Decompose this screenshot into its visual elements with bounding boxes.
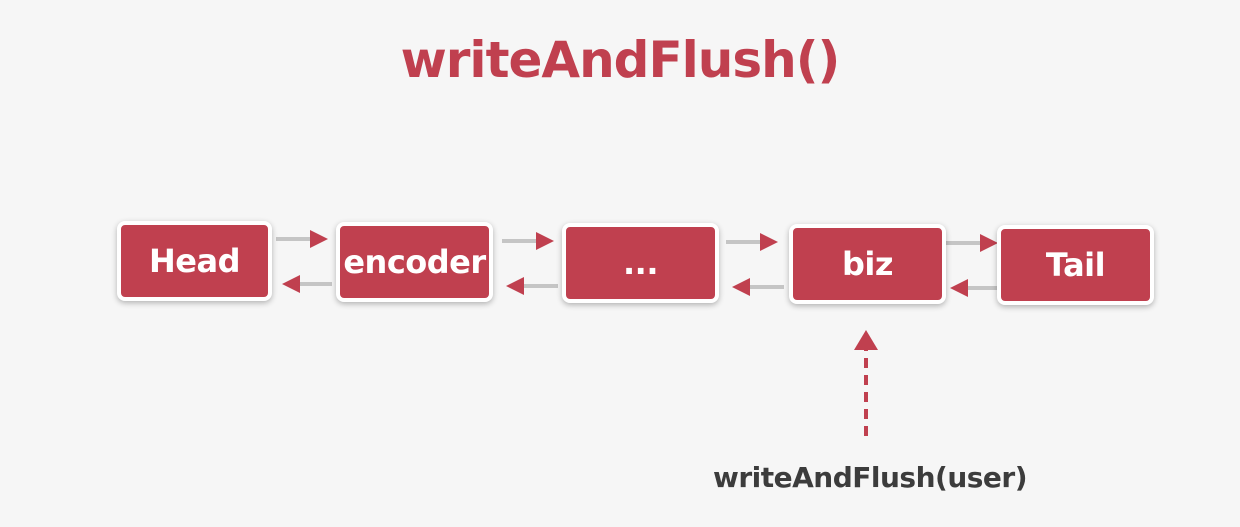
pipeline-node-biz: biz [789,224,946,304]
pipeline-node-encoder: encoder [336,222,493,302]
call-caption: writeAndFlush(user) [712,461,1028,494]
node-label: Head [149,242,240,280]
pipeline-node-ellipsis: ... [562,223,719,303]
dashed-arrow-to-biz [854,330,878,436]
node-label: biz [842,245,894,283]
pipeline-node-tail: Tail [997,225,1154,305]
diagram-title: writeAndFlush() [400,31,841,89]
connector-ellipsis-biz [726,233,784,296]
connector-head-encoder [276,230,332,293]
node-label: ... [623,244,658,282]
node-label: encoder [343,243,486,281]
connector-biz-tail [946,234,1000,297]
pipeline-node-head: Head [117,221,272,301]
node-label: Tail [1045,246,1106,284]
connector-encoder-ellipsis [502,232,558,295]
